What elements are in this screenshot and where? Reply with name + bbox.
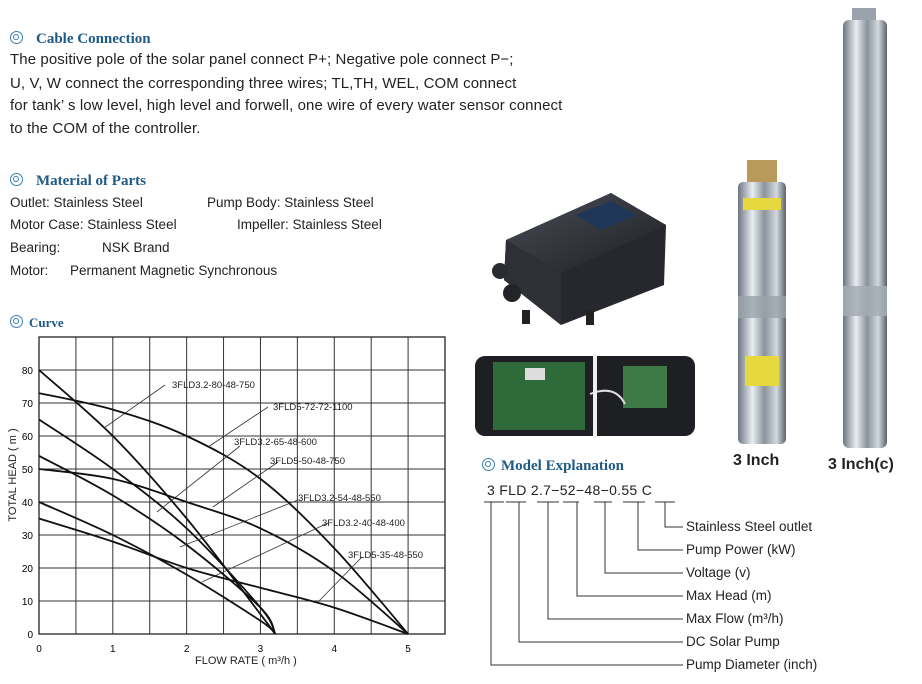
- material-title: Material of Parts: [36, 173, 146, 189]
- pump-3inch-c-image: [843, 8, 887, 448]
- code-outlet: C: [641, 482, 653, 498]
- label-leader-line: [201, 522, 329, 583]
- material-motor-value: Permanent Magnetic Synchronous: [70, 263, 278, 278]
- series-label: 3FLD3.2-40-48-400: [322, 518, 405, 529]
- y-tick-label: 60: [22, 432, 34, 443]
- code-diameter: 3: [487, 482, 496, 498]
- model-label-power: Pump Power (kW): [686, 542, 796, 557]
- section-bullet-icon: [10, 315, 23, 328]
- y-tick-label: 40: [22, 498, 34, 509]
- series-curve: [38, 501, 276, 635]
- material-motor-case: Motor Case: Stainless Steel: [10, 217, 177, 232]
- x-tick-label: 3: [258, 644, 264, 655]
- section-bullet-icon: [482, 458, 495, 471]
- label-leader-line: [316, 556, 363, 604]
- series-curve: [38, 369, 276, 635]
- y-tick-label: 30: [22, 531, 34, 542]
- label-leader-line: [179, 499, 299, 548]
- material-bearing-value: NSK Brand: [102, 240, 170, 255]
- y-tick-label: 50: [22, 465, 34, 476]
- x-tick-label: 1: [110, 644, 116, 655]
- y-tick-label: 80: [22, 366, 34, 377]
- series-curve: [38, 455, 277, 635]
- x-axis-label: FLOW RATE ( m³/h ): [195, 655, 297, 667]
- series-label: 3FLD5-35-48-550: [348, 550, 423, 561]
- label-leader-line: [156, 445, 241, 513]
- curve-title: Curve: [29, 315, 64, 330]
- model-leader-lines: [484, 501, 683, 666]
- code-dash: −: [600, 482, 610, 498]
- series-curve: [38, 392, 409, 635]
- pump-3inch-c-label: 3 Inch(c): [828, 456, 894, 473]
- series-label: 3FLD3.2-65-48-600: [234, 437, 317, 448]
- material-outlet: Outlet: Stainless Steel: [10, 195, 143, 210]
- model-label-diameter: Pump Diameter (inch): [686, 657, 818, 672]
- pump-3inch-image: [738, 160, 786, 444]
- x-tick-label: 0: [36, 644, 42, 655]
- x-tick-label: 2: [184, 644, 190, 655]
- material-pump-body: Pump Body: Stainless Steel: [207, 195, 374, 210]
- section-bullet-icon: [10, 31, 23, 44]
- cable-line-2: U, V, W connect the corresponding three …: [10, 75, 517, 92]
- material-bearing-label: Bearing:: [10, 240, 61, 255]
- label-leader-line: [212, 461, 279, 508]
- cable-connection-title: Cable Connection: [36, 31, 151, 47]
- y-tick-label: 10: [22, 597, 34, 608]
- model-code: 3 FLD 2.7−52−48−0.55 C: [487, 482, 652, 498]
- label-leader-line: [207, 406, 269, 448]
- x-tick-label: 5: [405, 644, 411, 655]
- curve-heading: Curve: [10, 315, 64, 331]
- series-label: 3FLD5-72-72-1100: [273, 402, 353, 413]
- material-heading: Material of Parts: [10, 173, 146, 190]
- pump-3inch-label: 3 Inch: [733, 452, 780, 469]
- code-flow: 2.7: [530, 482, 552, 498]
- series-curve: [38, 468, 409, 635]
- series-curve: [38, 418, 277, 635]
- model-explanation-heading: Model Explanation: [482, 458, 624, 475]
- cable-line-4: to the COM of the controller.: [10, 120, 201, 137]
- cable-line-3: for tank’ s low level, high level and fo…: [10, 97, 563, 114]
- y-tick-label: 20: [22, 564, 34, 575]
- y-axis-label: TOTAL HEAD ( m ): [7, 428, 19, 522]
- label-leader-line: [103, 384, 166, 429]
- controller-box-image: [492, 193, 666, 325]
- model-label-flow: Max Flow (m³/h): [686, 611, 784, 626]
- series-curve: [38, 517, 409, 635]
- material-impeller: Impeller: Stainless Steel: [237, 217, 382, 232]
- code-series: FLD: [499, 482, 527, 498]
- cable-line-1: The positive pole of the solar panel con…: [10, 51, 514, 68]
- model-label-outlet: Stainless Steel outlet: [686, 519, 813, 534]
- code-voltage: 48: [584, 482, 601, 498]
- series-label: 3FLD5-50-48-750: [270, 456, 345, 467]
- series-label: 3FLD3.2-54-48-550: [298, 493, 381, 504]
- controller-pcb-image: [475, 354, 695, 438]
- model-label-head: Max Head (m): [686, 588, 772, 603]
- y-tick-label: 70: [22, 399, 34, 410]
- y-tick-label: 0: [27, 630, 33, 641]
- section-bullet-icon: [10, 173, 23, 186]
- plot-frame: [38, 336, 446, 635]
- model-label-dc: DC Solar Pump: [686, 634, 780, 649]
- cable-connection-heading: Cable Connection: [10, 31, 151, 48]
- code-power: 0.55: [609, 482, 638, 498]
- material-motor-label: Motor:: [10, 263, 49, 278]
- x-tick-label: 4: [331, 644, 337, 655]
- code-dash: −: [575, 482, 585, 498]
- series-label: 3FLD3.2-80-48-750: [172, 380, 255, 391]
- model-explanation-title: Model Explanation: [501, 458, 624, 474]
- code-head: 52: [559, 482, 576, 498]
- model-label-voltage: Voltage (v): [686, 565, 751, 580]
- code-dash: −: [551, 482, 560, 498]
